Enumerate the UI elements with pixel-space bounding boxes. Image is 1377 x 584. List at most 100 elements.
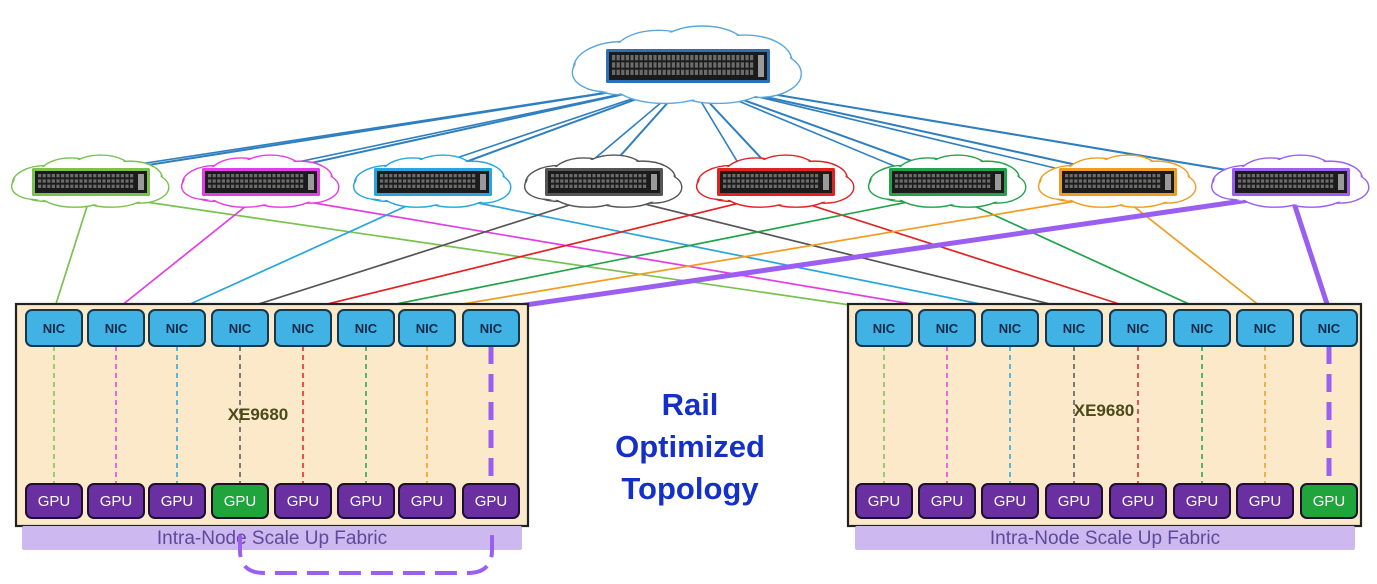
leaf-switch: [1232, 168, 1350, 196]
nic-port: NIC: [148, 309, 206, 347]
rail-link: [90, 193, 885, 311]
nic-label: NIC: [873, 321, 896, 336]
gpu-unit: GPU: [148, 483, 206, 519]
nic-port: NIC: [1173, 309, 1231, 347]
nic-label: NIC: [1254, 321, 1277, 336]
nic-label: NIC: [936, 321, 959, 336]
spine-leaf-link: [687, 79, 1262, 177]
leaf-switch: [202, 168, 320, 196]
switches-layer: [10, 25, 1370, 208]
rail-link: [365, 193, 949, 311]
gpu-unit: GPU: [1236, 483, 1294, 519]
diagram-title-line: Optimized: [615, 429, 765, 464]
nic-label: NIC: [166, 321, 189, 336]
gpu-label: GPU: [1186, 493, 1219, 510]
rail-link: [115, 193, 262, 311]
rail-links-layer: [53, 191, 1332, 313]
gpu-unit: GPU: [25, 483, 83, 519]
nic-port: NIC: [1109, 309, 1167, 347]
leaf-switch: [889, 168, 1007, 196]
nic-port: NIC: [87, 309, 145, 347]
diagram-title-line: Topology: [621, 471, 759, 506]
leaf-switch: [545, 168, 663, 196]
rail-link: [302, 193, 777, 311]
rail-link: [239, 193, 605, 311]
nic-label: NIC: [480, 321, 503, 336]
nic-port: NIC: [337, 309, 395, 347]
gpu-label: GPU: [100, 493, 133, 510]
gpu-unit: GPU: [918, 483, 976, 519]
gpu-label: GPU: [1122, 493, 1155, 510]
rail-link: [775, 193, 1139, 311]
gpu-unit: GPU: [1300, 483, 1358, 519]
gpu-label: GPU: [1249, 493, 1282, 510]
server-node: Intra-Node Scale Up Fabric XE9680 NIC NIC NI…: [846, 302, 1363, 550]
rail-link: [490, 191, 1292, 313]
gpu-unit: GPU: [855, 483, 913, 519]
server-node: Intra-Node Scale Up Fabric XE9680 NIC NIC NI…: [14, 302, 530, 550]
gpu-unit: GPU: [274, 483, 332, 519]
scale-up-fabric-bar: [22, 526, 522, 550]
fabric-label: Intra-Node Scale Up Fabric: [990, 528, 1220, 549]
gpu-label: GPU: [994, 493, 1027, 510]
nic-port: NIC: [855, 309, 913, 347]
nic-port: NIC: [274, 309, 332, 347]
nic-label: NIC: [229, 321, 252, 336]
nic-label: NIC: [43, 321, 66, 336]
gpu-unit: GPU: [462, 483, 520, 519]
spine-leaf-link: [60, 79, 689, 177]
nic-label: NIC: [1127, 321, 1150, 336]
servers-layer: Intra-Node Scale Up Fabric XE9680 NIC NIC NI…: [14, 302, 1363, 575]
gpu-label: GPU: [475, 493, 508, 510]
gpu-unit: GPU: [1109, 483, 1167, 519]
leaf-switch: [374, 168, 492, 196]
nic-port: NIC: [981, 309, 1039, 347]
nic-label: NIC: [416, 321, 439, 336]
gpu-unit: GPU: [211, 483, 269, 519]
gpu-label: GPU: [38, 493, 71, 510]
leaf-switch: [32, 168, 150, 196]
gpu-unit: GPU: [87, 483, 145, 519]
rail-link: [260, 193, 948, 311]
rail-link: [432, 193, 1011, 311]
nic-port: NIC: [462, 309, 520, 347]
diagram-title-line: Rail: [662, 387, 719, 422]
spine-switch: [606, 49, 770, 83]
fabric-label: Intra-Node Scale Up Fabric: [157, 528, 387, 549]
rail-link: [947, 193, 1203, 311]
gpu-label: GPU: [224, 493, 257, 510]
spine-leaf-link: [230, 79, 689, 177]
rail-link: [1117, 193, 1266, 311]
server-model-label: XE9680: [1074, 401, 1135, 420]
gpu-unit: GPU: [1173, 483, 1231, 519]
gpu-unit: GPU: [981, 483, 1039, 519]
nic-port: NIC: [398, 309, 456, 347]
nic-label: NIC: [105, 321, 128, 336]
rail-link: [603, 193, 1075, 311]
rail-link: [53, 193, 92, 311]
gpu-unit: GPU: [1045, 483, 1103, 519]
rail-link: [176, 193, 434, 311]
nic-port: NIC: [25, 309, 83, 347]
nic-port: NIC: [1300, 309, 1358, 347]
rail-link: [1288, 193, 1332, 311]
nic-label: NIC: [1191, 321, 1214, 336]
nic-label: NIC: [1318, 321, 1341, 336]
nic-port: NIC: [918, 309, 976, 347]
gpu-unit: GPU: [337, 483, 395, 519]
gpu-label: GPU: [287, 493, 320, 510]
gpu-label: GPU: [931, 493, 964, 510]
nic-port: NIC: [211, 309, 269, 347]
gpu-label: GPU: [1058, 493, 1091, 510]
nic-label: NIC: [999, 321, 1022, 336]
nic-port: NIC: [1236, 309, 1294, 347]
nic-label: NIC: [292, 321, 315, 336]
rail-link: [426, 193, 1119, 311]
server-model-label: XE9680: [228, 405, 289, 424]
leaf-switch: [717, 168, 835, 196]
scale-up-fabric-bar: [855, 526, 1355, 550]
nic-port: NIC: [1045, 309, 1103, 347]
nic-label: NIC: [355, 321, 378, 336]
